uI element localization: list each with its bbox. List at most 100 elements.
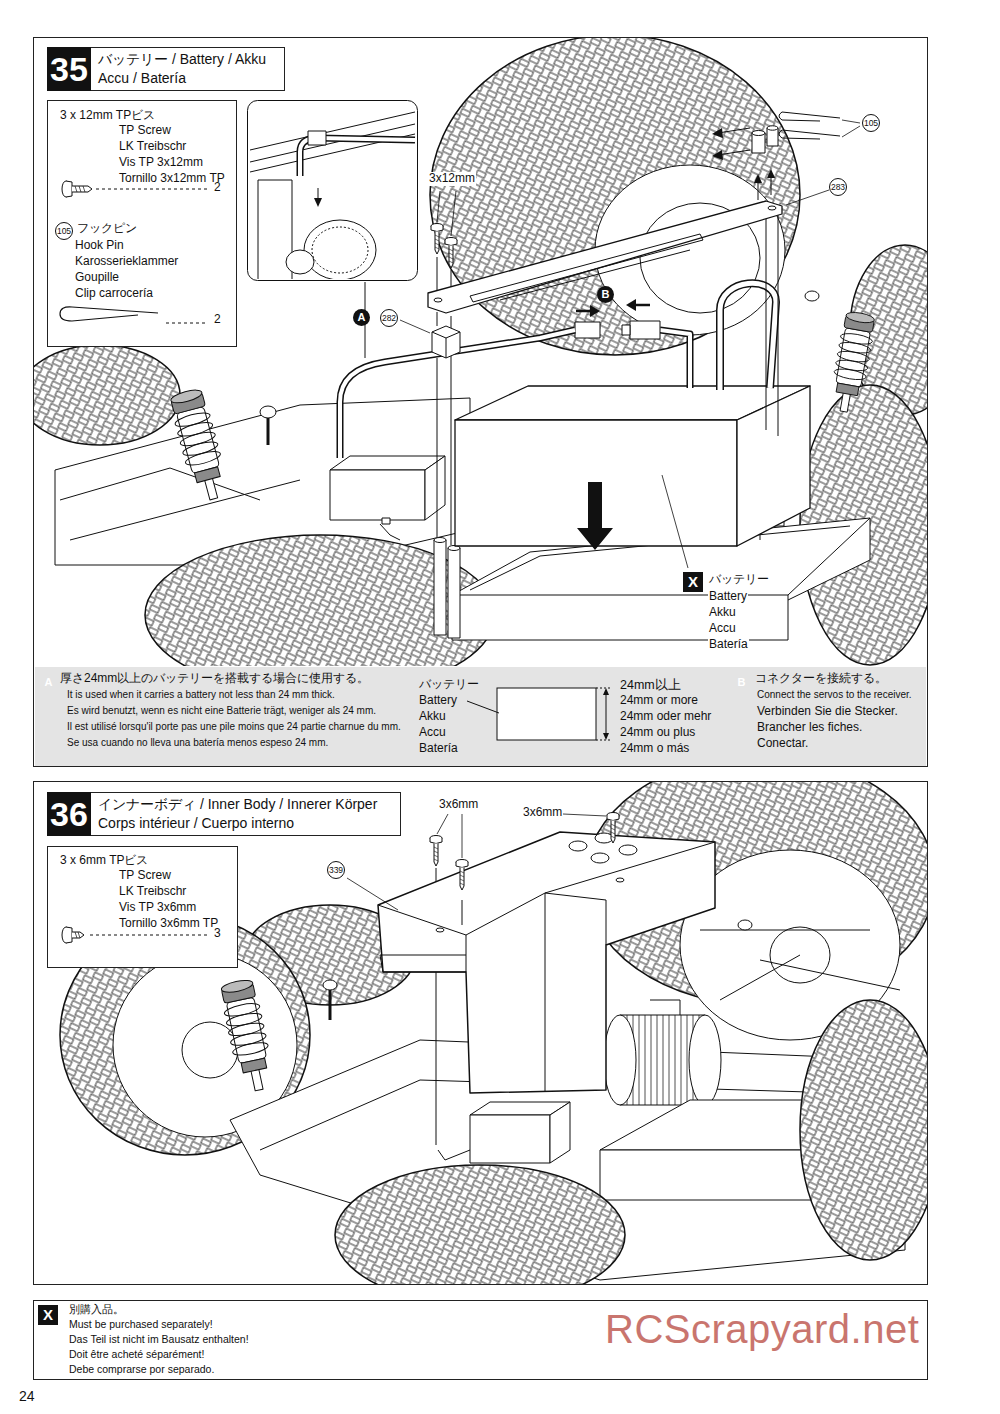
parts-box: 3 x 12mm TPビスTP ScrewLK TreibschrVis TP …	[47, 100, 237, 347]
inner-body-step-art	[329, 990, 332, 1020]
battery-step-art	[712, 150, 723, 160]
battery-size-sketch	[596, 740, 612, 741]
battery-step-art	[437, 191, 456, 236]
part-text: フックピン	[77, 222, 137, 236]
step-badge: 35	[47, 47, 91, 91]
battery-step-art	[60, 468, 300, 540]
part-text: Vis TP 3x12mm	[119, 156, 203, 170]
part-text: Must be purchased separately!	[69, 1318, 213, 1330]
part-text: 3 x 12mm TPビス	[60, 109, 155, 123]
battery-step-art	[286, 250, 314, 274]
part-label: 3x12mm	[428, 172, 476, 186]
parts-icons	[72, 186, 92, 192]
battery-step-art	[437, 358, 438, 537]
part-label: 3x6mm	[522, 806, 563, 820]
battery-step-art	[500, 250, 690, 300]
callout-number: 339	[327, 861, 345, 879]
battery-step-art	[431, 224, 443, 255]
inner-body-step-art	[550, 1102, 570, 1163]
battery-step-art	[786, 190, 829, 205]
inner-body-step-art	[569, 841, 587, 851]
battery-step-art	[308, 131, 326, 145]
battery-step-art	[779, 130, 840, 139]
battery-size-sketch	[467, 701, 499, 713]
inner-body-step-art	[347, 878, 398, 910]
battery-step-art	[622, 325, 630, 335]
parts-icons	[166, 323, 208, 324]
battery-step-art	[842, 120, 860, 137]
inner-body-step-art	[470, 1115, 550, 1163]
inner-body-step-art	[436, 928, 444, 932]
part-text: Accu / Batería	[98, 70, 186, 86]
part-text: Karosserieklammer	[75, 255, 178, 269]
part-text: Connect the servos to the receiver.	[757, 689, 912, 701]
parts-icons	[66, 181, 72, 197]
battery-step-art	[767, 126, 778, 130]
inner-body-step-art	[689, 1015, 721, 1105]
inner-body-step-art	[619, 845, 637, 855]
battery-step-art	[430, 38, 800, 355]
inner-body-step-art	[380, 955, 466, 972]
battery-step-art	[168, 387, 232, 504]
inner-body-step-art	[616, 878, 624, 882]
battery-step-art	[779, 112, 840, 121]
part-text: バッテリー / Battery / Akku	[98, 51, 266, 67]
part-text: Es wird benutzt, wenn es nicht eine Batt…	[67, 705, 376, 717]
battery-step-art	[828, 310, 877, 414]
inner-body-step-art	[800, 1000, 927, 1260]
part-text: 厚さ24mm以上のバッテリーを搭載する場合に使用する。	[60, 672, 369, 686]
inner-body-step-art	[607, 813, 619, 844]
part-text: Goupille	[75, 271, 119, 285]
note-marker: B	[733, 674, 750, 691]
battery-step-art	[630, 321, 660, 339]
parts-icons	[90, 935, 208, 936]
battery-step-art	[718, 128, 750, 133]
part-text: 2	[214, 313, 221, 327]
battery-step-art	[428, 201, 782, 313]
battery-step-art	[314, 198, 322, 207]
note-band: A厚さ24mm以上のバッテリーを搭載する場合に使用する。It is used w…	[35, 667, 926, 766]
battery-step-art	[365, 282, 366, 358]
battery-step-art	[380, 524, 400, 540]
step-badge: 36	[47, 792, 91, 836]
battery-step-art	[34, 345, 180, 445]
inner-body-step-art	[591, 853, 609, 863]
battery-step-art	[432, 326, 460, 358]
part-text: Conectar.	[757, 737, 808, 751]
inner-body-step-art	[335, 1165, 625, 1284]
part-text: Clip carrocería	[75, 287, 153, 301]
battery-step-art	[720, 283, 776, 390]
step-header: 36インナーボディ / Inner Body / Innerer KörperC…	[47, 792, 401, 836]
inner-body-step-art	[378, 842, 715, 1091]
parts-icons	[60, 307, 158, 321]
part-text: Accu	[419, 726, 446, 740]
battery-step-art	[590, 305, 600, 317]
part-text: Tornillo 3x6mm TP	[119, 917, 218, 931]
battery-step-art	[712, 128, 723, 138]
inner-body-step-art	[323, 980, 337, 990]
battery-size-sketch	[596, 688, 612, 689]
part-text: Brancher les fiches.	[757, 721, 862, 735]
part-label: バッテリー	[708, 573, 770, 587]
battery-step-art	[434, 298, 442, 302]
battery-step-art	[766, 215, 767, 430]
callout-number: 105	[862, 114, 880, 132]
part-text: Se usa cuando no lleva una batería menos…	[67, 737, 328, 749]
battery-step-art	[805, 291, 819, 301]
part-text: LK Treibschr	[119, 885, 186, 899]
inner-body-step-art	[462, 900, 463, 925]
note-marker: B	[597, 286, 614, 303]
battery-step-art	[445, 238, 457, 269]
part-text: 24mm o más	[620, 742, 689, 756]
part-text: TP Screw	[119, 124, 171, 138]
battery-step-art	[577, 482, 613, 550]
battery-step-art	[304, 220, 376, 279]
inner-body-step-art	[700, 930, 900, 1000]
battery-step-art	[437, 257, 438, 292]
part-text: 3	[214, 927, 221, 941]
battery-step-art	[662, 475, 688, 568]
part-text: Akku	[419, 710, 446, 724]
parts-box: 3 x 6mm TPビスTP ScrewLK TreibschrVis TP 3…	[47, 846, 238, 968]
part-label: 3x6mm	[438, 798, 479, 812]
part-text: Vis TP 3x6mm	[119, 901, 196, 915]
